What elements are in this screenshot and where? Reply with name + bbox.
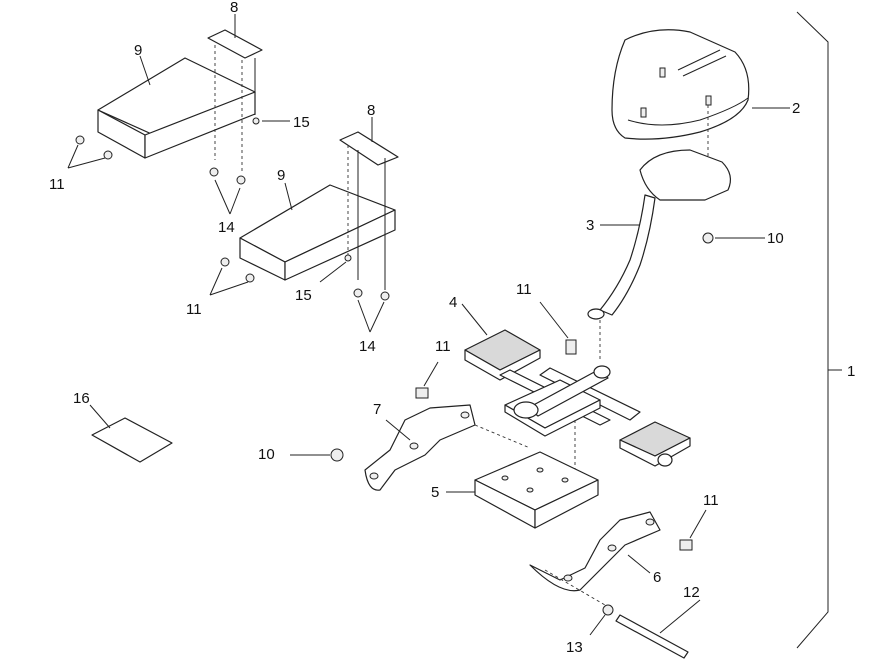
nut-icon [252, 117, 260, 125]
main-frame [499, 365, 691, 470]
bolt-icon [415, 387, 429, 399]
callout-2: 2 [792, 100, 800, 117]
callout-9b: 9 [277, 167, 285, 184]
callout-9a: 9 [134, 42, 142, 59]
callout-12: 12 [683, 584, 700, 601]
callout-11e: 11 [703, 492, 719, 509]
bolt-icon [236, 175, 246, 185]
battery-box-lower [239, 117, 399, 290]
callout-11d: 11 [435, 338, 451, 355]
mounting-plate [446, 451, 599, 529]
nut-icon [330, 448, 344, 462]
bolt-icon [245, 273, 255, 283]
decal [89, 404, 173, 463]
bolt-icon [679, 539, 693, 551]
callout-14a: 14 [218, 219, 235, 236]
side-bracket-right [529, 511, 661, 606]
callout-14b: 14 [359, 338, 376, 355]
callout-10a: 10 [767, 230, 784, 247]
callout-7: 7 [373, 401, 381, 418]
callout-6: 6 [653, 569, 661, 586]
callout-labels: 1 2 3 4 5 6 7 8 8 9 9 10 10 11 11 11 11 … [49, 0, 855, 656]
callout-16: 16 [73, 390, 90, 407]
assembly-bracket [796, 11, 842, 649]
callout-15b: 15 [295, 287, 312, 304]
callout-4: 4 [449, 294, 457, 311]
battery-box-upper [97, 14, 263, 172]
hardware [67, 117, 765, 659]
bolt-icon [103, 150, 113, 160]
callout-5: 5 [431, 484, 439, 501]
callout-3: 3 [586, 217, 594, 234]
callout-15a: 15 [293, 114, 310, 131]
bolt-icon [380, 291, 390, 301]
callout-8b: 8 [367, 102, 375, 119]
seat-cushion [611, 29, 790, 186]
washer-icon [602, 604, 614, 616]
callout-1: 1 [847, 363, 855, 380]
footrest-left [461, 303, 541, 381]
callout-8a: 8 [230, 0, 238, 16]
bolt-icon [220, 257, 230, 267]
callout-11a: 11 [49, 176, 65, 193]
bolt-icon [75, 135, 85, 145]
bolt-icon [209, 167, 219, 177]
nut-icon [702, 232, 714, 244]
callout-11b: 11 [186, 301, 202, 318]
seat-post [587, 149, 732, 360]
callout-10b: 10 [258, 446, 275, 463]
callout-13: 13 [566, 639, 583, 656]
nut-icon [344, 254, 352, 262]
callout-11c: 11 [516, 281, 532, 298]
bolt-icon [565, 339, 577, 355]
bolt-icon [353, 288, 363, 298]
side-bracket-left [364, 404, 531, 491]
